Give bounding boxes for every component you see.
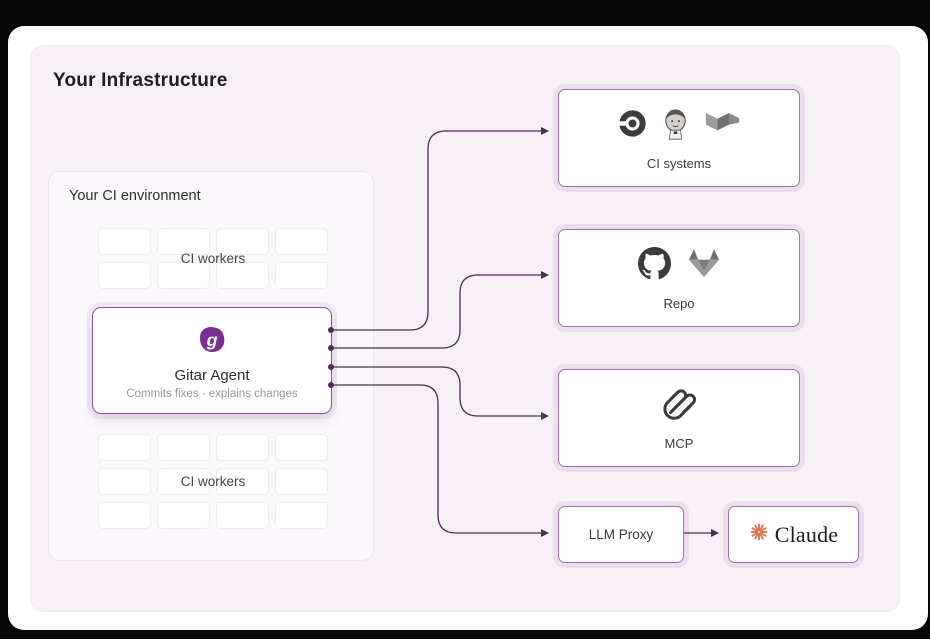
ci-workers-grid-top: CI workers	[98, 228, 328, 289]
claude-wordmark: Claude	[775, 522, 839, 548]
ci-worker-box	[98, 502, 151, 529]
ci-worker-box	[98, 228, 151, 255]
ci-worker-box	[275, 228, 328, 255]
ci-worker-box	[275, 434, 328, 461]
node-llm-proxy: LLM Proxy	[558, 506, 684, 563]
svg-text:g: g	[206, 330, 218, 350]
github-icon	[638, 247, 671, 285]
ci-worker-box	[157, 262, 210, 289]
infrastructure-board: Your Infrastructure Your CI environment …	[30, 45, 900, 612]
ci-worker-box	[275, 468, 328, 495]
ci-worker-box	[157, 468, 210, 495]
node-ci-systems: CI systems	[558, 89, 800, 187]
buildkite-icon	[705, 111, 740, 141]
ci-worker-box	[98, 434, 151, 461]
ci-worker-box	[98, 262, 151, 289]
circleci-icon	[619, 110, 646, 142]
ci-worker-box	[275, 262, 328, 289]
page-title: Your Infrastructure	[53, 70, 227, 92]
ci-workers-grid-bottom: CI workers	[98, 434, 328, 529]
ci-worker-box	[157, 502, 210, 529]
ci-worker-box	[216, 502, 269, 529]
gitar-agent-subtitle: Commits fixes · explains changes	[126, 388, 297, 400]
ci-worker-box	[98, 468, 151, 495]
node-repo-label: Repo	[663, 296, 694, 311]
node-repo: Repo	[558, 229, 800, 327]
mcp-icon	[660, 385, 698, 428]
ci-worker-box	[157, 434, 210, 461]
ci-environment-title: Your CI environment	[69, 188, 201, 204]
node-claude: Claude	[728, 506, 859, 563]
ci-worker-box	[216, 228, 269, 255]
node-mcp-label: MCP	[665, 436, 694, 451]
jenkins-icon	[662, 106, 689, 147]
page-background: Your Infrastructure Your CI environment …	[8, 26, 928, 630]
gitar-agent-name: Gitar Agent	[174, 367, 249, 384]
gitar-agent-card: g Gitar Agent Commits fixes · explains c…	[92, 307, 332, 414]
node-llm-proxy-label: LLM Proxy	[589, 527, 654, 542]
ci-environment-panel: Your CI environment CI workers g Gitar A…	[48, 171, 374, 561]
ci-worker-box	[275, 502, 328, 529]
anthropic-starburst-icon	[749, 522, 769, 547]
gitlab-icon	[687, 248, 721, 284]
node-ci-systems-label: CI systems	[647, 156, 711, 171]
node-mcp: MCP	[558, 369, 800, 467]
gitar-logo-icon: g	[196, 324, 228, 361]
ci-worker-box	[216, 262, 269, 289]
ci-worker-box	[216, 468, 269, 495]
ci-worker-box	[216, 434, 269, 461]
ci-worker-box	[157, 228, 210, 255]
